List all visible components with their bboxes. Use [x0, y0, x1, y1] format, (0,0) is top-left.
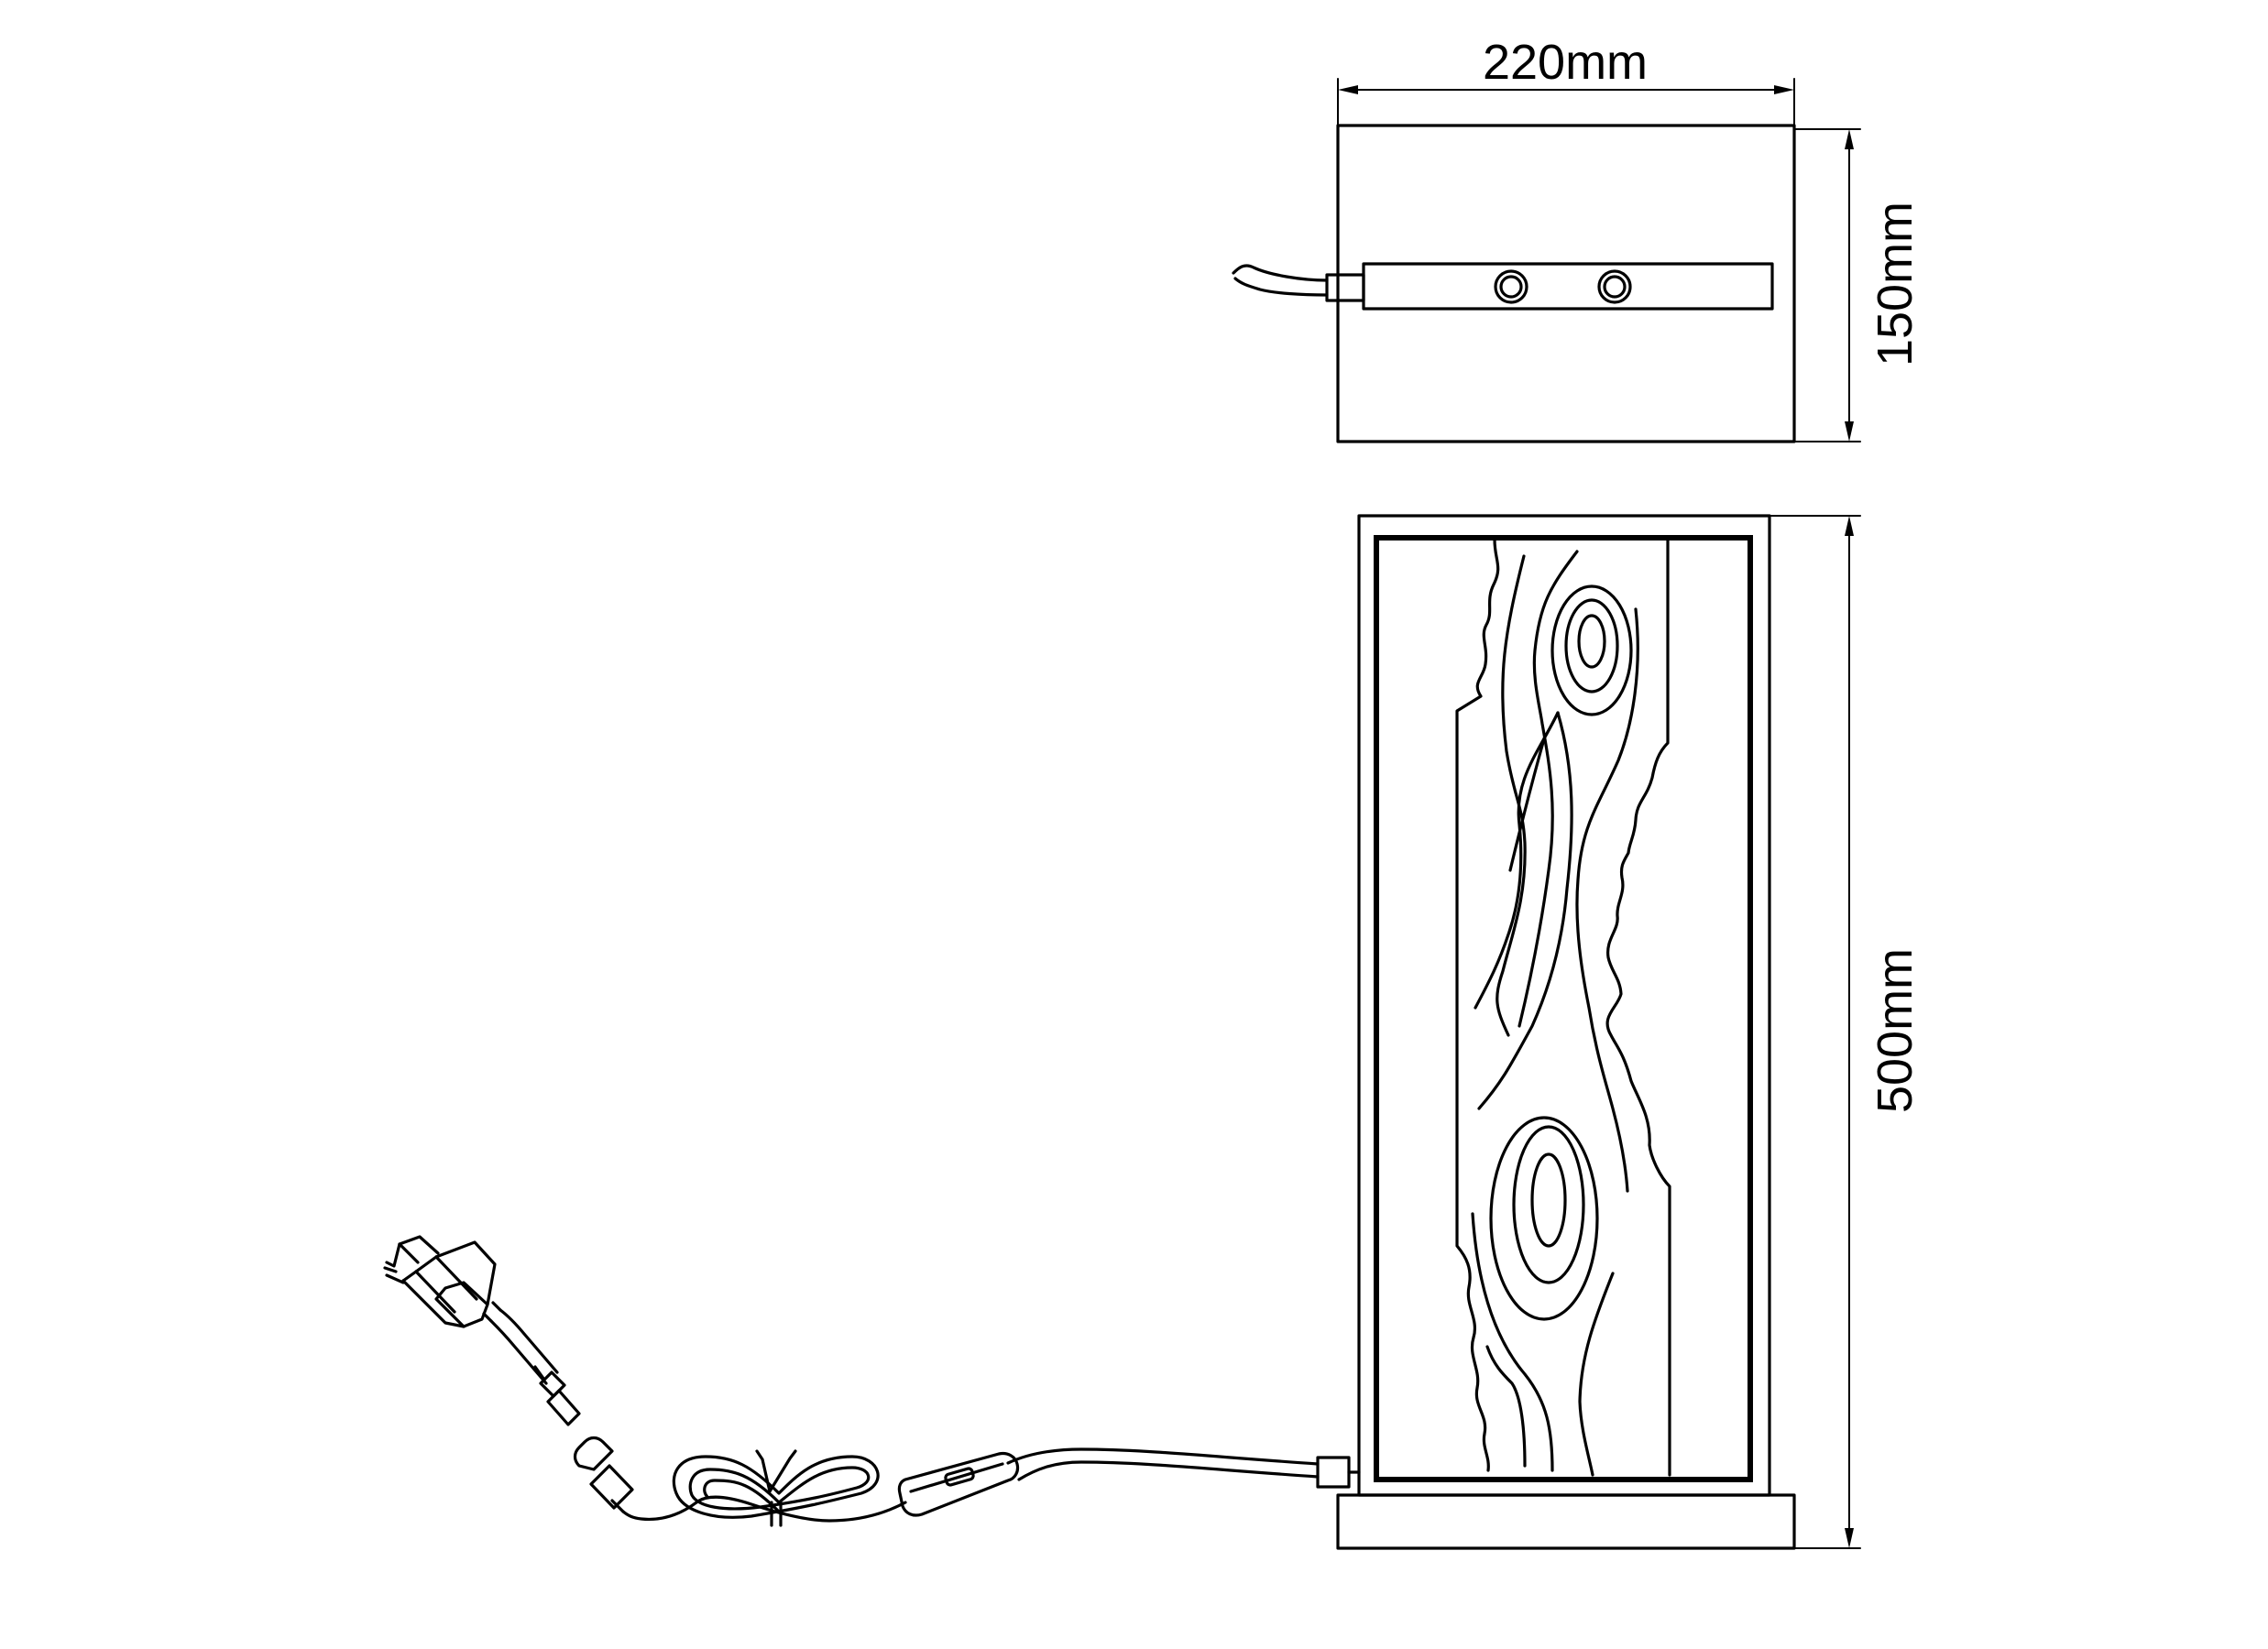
depth-dimension: 150mm	[1793, 128, 1923, 442]
height-dimension: 500mm	[1769, 515, 1923, 1549]
top-view-cable	[1232, 264, 1329, 282]
top-view-base-outline	[1336, 124, 1796, 443]
inline-switch	[897, 1451, 1020, 1517]
cable-connector	[1316, 1456, 1351, 1489]
front-panel	[1374, 535, 1753, 1482]
coiled-cable	[621, 1449, 907, 1527]
dc-socket	[489, 1308, 581, 1426]
depth-dimension-label: 150mm	[1868, 202, 1923, 366]
front-frame-outer	[1357, 514, 1771, 1497]
power-adapter	[383, 1235, 502, 1328]
power-cord	[1006, 1447, 1320, 1466]
width-dimension-label: 220mm	[1483, 35, 1648, 90]
power-cord-assembly	[383, 1235, 1320, 1527]
front-base	[1336, 1493, 1796, 1550]
height-dimension-label: 500mm	[1868, 948, 1923, 1113]
wood-grain-panel	[1455, 538, 1671, 1477]
front-view: 500mm	[1316, 514, 1923, 1550]
width-dimension: 220mm	[1337, 35, 1795, 126]
top-view-light-bar	[1232, 262, 1774, 311]
dc-plug	[573, 1436, 634, 1513]
top-view: 220mm 150mm	[1232, 35, 1923, 443]
